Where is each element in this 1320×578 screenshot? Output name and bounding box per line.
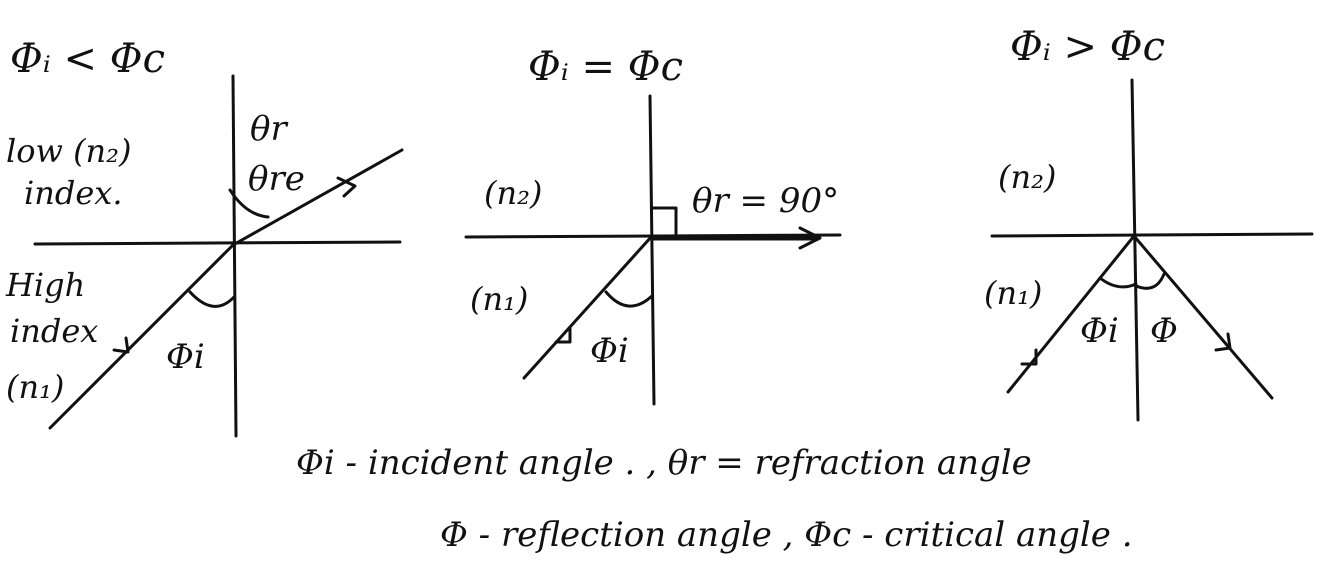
panel-2-top-medium-label: (n₂): [484, 174, 542, 212]
panel-1-bottom-medium-label-3: (n₁): [6, 368, 64, 406]
panel-3-incident-arrow: [1020, 348, 1038, 366]
panel-2-condition: Φᵢ = Φc: [528, 44, 683, 90]
legend: Φi - incident angle . , θr = refraction …: [296, 443, 1133, 555]
panel-3-incident-ray: [1006, 234, 1136, 394]
panel-2-incident-arrow: [554, 326, 572, 344]
legend-line-2: Φ - reflection angle , Φc - critical ang…: [440, 515, 1133, 555]
panel-1-interface-line: [33, 240, 402, 246]
panel-2-refracted-angle-label: θr = 90°: [692, 181, 839, 221]
panel-1-top-medium-label-2: index.: [24, 174, 122, 212]
panel-1-refracted-angle-label: θr: [250, 109, 288, 149]
panel-less-than-critical: Φᵢ < Φc low (n₂) index. High index (n₁) …: [5, 36, 404, 438]
panel-1-bottom-medium-label: High: [5, 266, 85, 304]
panel-3-reflected-ray: [1132, 234, 1274, 400]
panel-1-incident-angle-label: Φi: [166, 337, 205, 377]
panel-1-incidence-angle-arc: [188, 290, 236, 308]
panel-3-reflection-angle-arc: [1134, 272, 1166, 290]
panel-2-refracted-arrow: [798, 226, 822, 250]
panel-1-condition: Φᵢ < Φc: [10, 36, 165, 82]
panel-3-normal-line: [1130, 78, 1140, 422]
panel-2-incidence-angle-arc: [604, 290, 654, 308]
panel-1-incident-arrow: [112, 336, 130, 354]
panel-2-bottom-medium-label: (n₁): [470, 280, 528, 318]
panel-3-interface-line: [990, 232, 1314, 238]
panel-1-refracted-ray: [231, 148, 404, 247]
panel-1-incident-ray: [48, 243, 235, 430]
panel-3-top-medium-label: (n₂): [998, 158, 1056, 196]
panel-3-reflected-arrow: [1214, 332, 1232, 352]
panel-2-incident-angle-label: Φi: [590, 331, 629, 371]
panel-1-bottom-medium-label-2: index: [10, 312, 98, 350]
panel-1-normal-line: [231, 74, 238, 438]
panel-3-condition: Φᵢ > Φc: [1010, 24, 1165, 70]
panel-1-refracted-angle-label-2: θre: [248, 159, 305, 199]
legend-line-1: Φi - incident angle . , θr = refraction …: [296, 443, 1032, 483]
panel-3-bottom-medium-label: (n₁): [984, 274, 1042, 312]
panel-1-refraction-angle-arc: [228, 188, 270, 219]
panel-3-incident-angle-label: Φi: [1080, 311, 1119, 351]
panel-3-incidence-angle-arc: [1098, 276, 1138, 289]
panel-1-top-medium-label: low (n₂): [6, 132, 131, 170]
panel-2-right-angle-mark: [650, 206, 678, 238]
panel-equal-critical: Φᵢ = Φc (n₂) (n₁) θr = 90° Φi: [464, 44, 842, 406]
panel-1-refracted-arrow: [336, 176, 357, 198]
panel-2-incident-ray: [522, 234, 654, 380]
panel-2-normal-line: [648, 94, 656, 406]
panel-3-reflected-angle-label: Φ: [1150, 311, 1178, 351]
panel-greater-than-critical: Φᵢ > Φc (n₂) (n₁) Φi Φ: [984, 24, 1314, 422]
